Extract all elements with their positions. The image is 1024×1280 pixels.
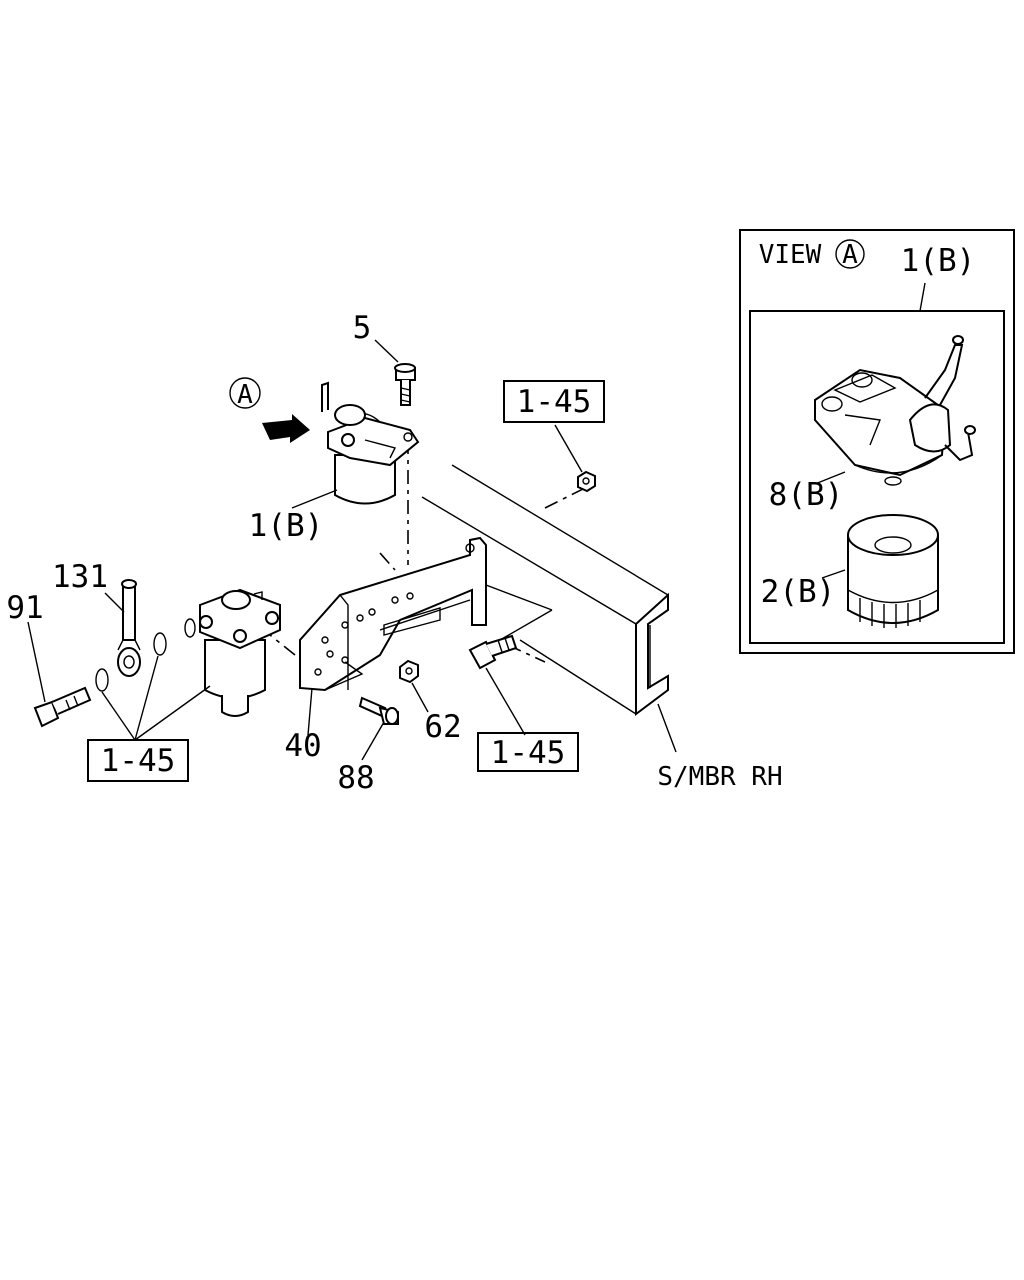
callout-40: 40 [284,728,321,764]
view-a-panel: VIEW A 1(B) 8(B) 2(B) [739,229,1015,654]
view-marker-label: A [237,380,253,410]
leader-line [101,691,136,741]
leader-line [134,685,211,741]
washer [184,618,196,638]
nut-62 [399,659,419,684]
callout-131: 131 [52,559,108,595]
ref-box-top [503,380,605,423]
callout-91: 91 [6,590,43,626]
ref-bottom: 1-45 [491,735,566,771]
leader-line [134,655,159,741]
banjo-bolt-91 [33,686,92,728]
washer [95,668,109,692]
leader-line [291,489,338,509]
view-callout-8b: 8(B) [769,477,844,513]
side-member-frame [421,464,669,716]
leader-line [361,721,385,761]
ref-top: 1-45 [517,384,592,420]
ref-box-left [87,739,189,782]
nut-top [577,470,596,493]
callout-5: 5 [353,310,372,346]
ref-left: 1-45 [101,743,176,779]
view-callout-2b: 2(B) [761,574,836,610]
bolt-88 [358,696,399,725]
view-title: VIEW [759,240,822,270]
water-separator [199,588,281,717]
leader-line [374,339,399,363]
alignment-line [269,634,296,656]
ref-box-bottom [477,732,579,772]
callout-1b: 1(B) [249,508,324,544]
view-callout-1b: 1(B) [901,243,976,279]
mounting-bracket [299,536,553,692]
washer [153,632,167,656]
view-marker-circle [229,377,261,409]
eye-fitting-131 [117,579,141,677]
leader-line [307,687,313,736]
view-title-marker: A [842,240,858,270]
leader-line [657,703,677,753]
leader-line [485,667,526,736]
leader-line [554,424,583,473]
callout-62: 62 [424,709,461,745]
leader-line [411,682,429,713]
bolt-frame [468,634,518,670]
fuel-filter-assembly [321,381,420,505]
view-direction-arrow [262,414,310,443]
leader-line [104,592,125,613]
alignment-line [544,487,586,509]
leader-line [27,621,46,703]
alignment-line [379,552,396,571]
bolt-5 [394,363,416,406]
frame-label: S/MBR RH [657,762,782,792]
callout-88: 88 [337,760,374,796]
